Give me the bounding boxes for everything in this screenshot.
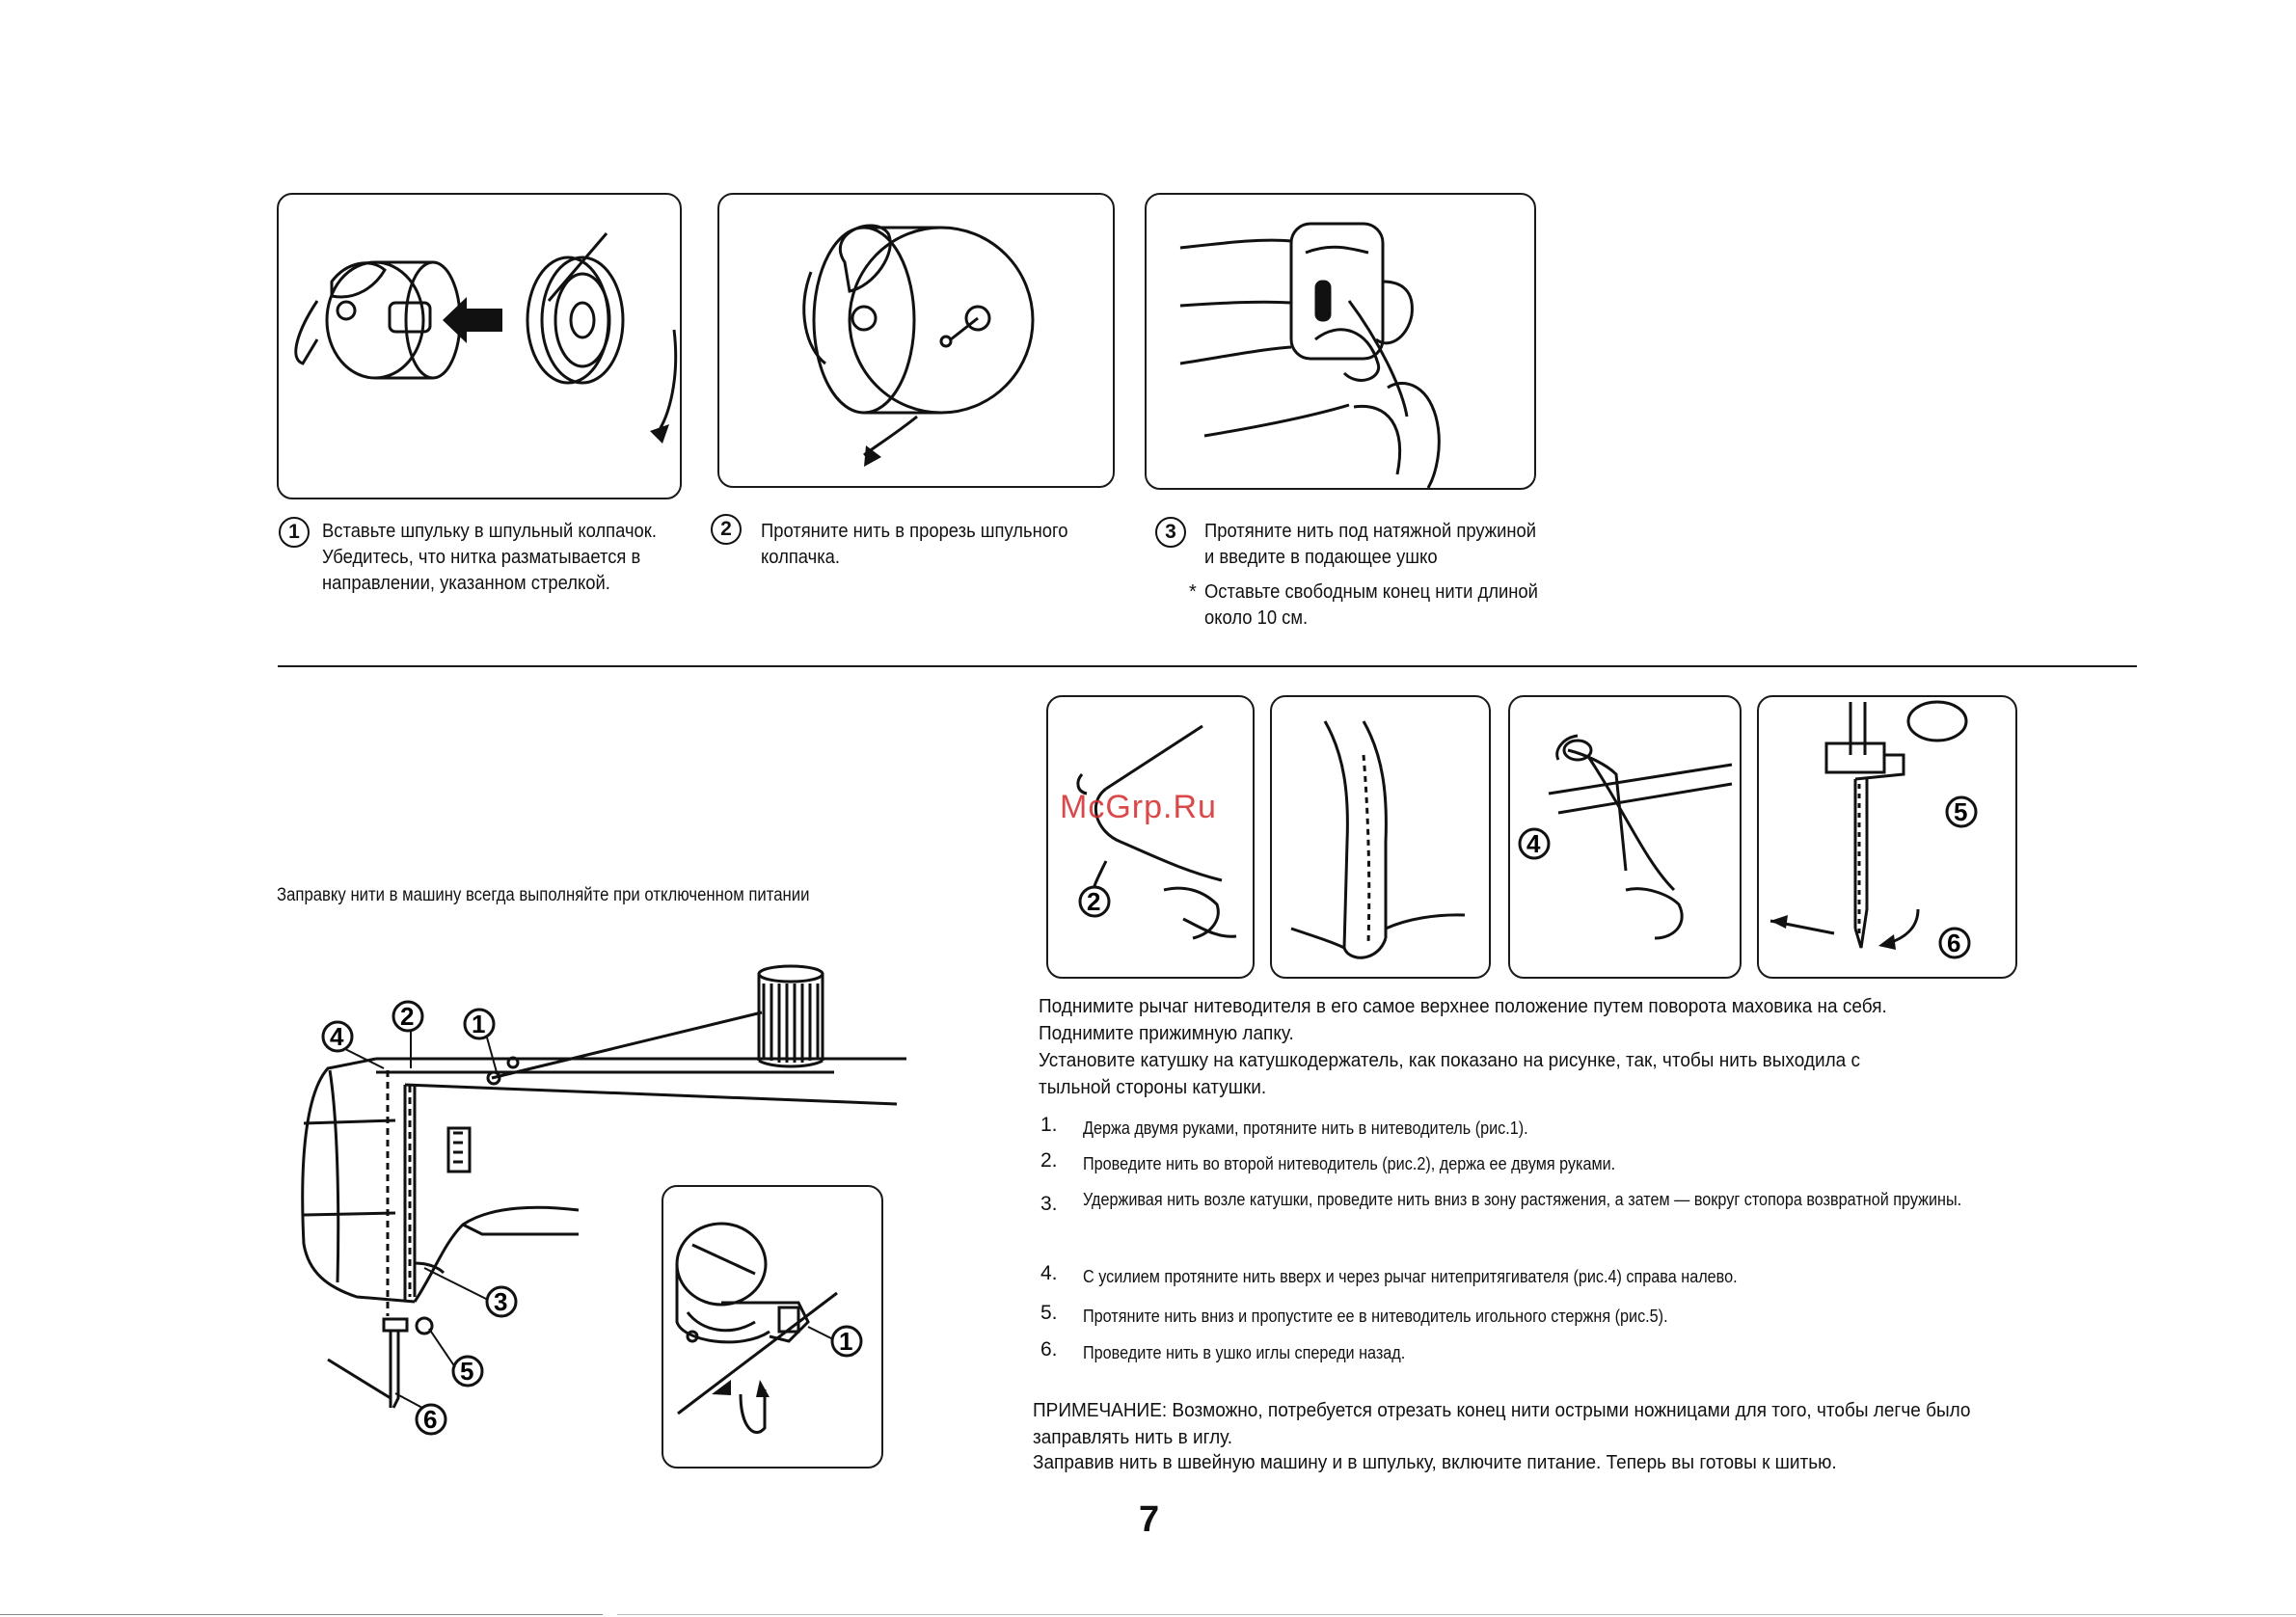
bottom-edge-line-left <box>0 1614 603 1615</box>
take-up-lever-illustration: 4 <box>1510 697 1740 977</box>
step-text-3: Удерживая нить возле катушки, проведите … <box>1083 1190 1961 1210</box>
bottom-edge-line-right <box>617 1614 2296 1615</box>
bobbin-case-thread-illustration <box>719 195 1113 486</box>
figure-rec-1: 2 <box>1046 695 1255 979</box>
figure-spool-pin-inset: 1 <box>662 1185 883 1469</box>
step-text-1: Держа двумя руками, протяните нить в нит… <box>1083 1118 1528 1139</box>
watermark: McGrp.Ru <box>1060 789 1217 826</box>
step-badge-1: 1 <box>279 517 310 548</box>
callout-1: 1 <box>472 1010 485 1038</box>
figure-rec-2 <box>1270 695 1491 979</box>
step-badge-3: 3 <box>1155 517 1186 548</box>
fig1-callout-2: 2 <box>1087 887 1100 916</box>
spool-guide-inset-illustration: 1 <box>663 1187 881 1467</box>
fig4-callout-5: 5 <box>1954 797 1967 826</box>
intro-line-2: Поднимите прижимную лапку. <box>1039 1020 1294 1047</box>
step-number-5: 5. <box>1040 1302 1058 1325</box>
step-number-4: 4. <box>1040 1262 1058 1285</box>
caption-step-1-line-3: направлении, указанном стрелкой. <box>322 571 610 597</box>
step-text-6: Проведите нить в ушко иглы спереди назад… <box>1083 1343 1405 1363</box>
caption-step-3-line-2: и введите в подающее ушко <box>1204 545 1438 571</box>
intro-line-4: тыльной стороны катушки. <box>1039 1074 1266 1101</box>
caption-step-3-line-1: Протяните нить под натяжной пружиной <box>1204 519 1536 545</box>
intro-line-3: Установите катушку на катушкодержатель, … <box>1039 1047 1860 1074</box>
page-number: 7 <box>1139 1499 1159 1541</box>
thread-guide-channel-illustration <box>1272 697 1489 977</box>
step-text-4: С усилием протяните нить вверх и через р… <box>1083 1267 1738 1287</box>
callout-2: 2 <box>400 1002 414 1031</box>
step-badge-2: 2 <box>711 514 742 545</box>
step-number-1: 1. <box>1040 1114 1058 1137</box>
caption-step-1-line-2: Убедитесь, что нитка разматывается в <box>322 545 640 571</box>
callout-4: 4 <box>330 1022 344 1051</box>
caption-step-2-line-2: колпачка. <box>761 545 840 571</box>
section-divider <box>278 665 2137 667</box>
step-text-5: Протяните нить вниз и пропустите ее в ни… <box>1083 1307 1668 1327</box>
needle-bar-guide-illustration: 5 6 <box>1759 697 2015 977</box>
hands-bobbin-case-illustration <box>1147 195 1534 488</box>
step-number-2: 2. <box>1040 1149 1058 1172</box>
callout-3: 3 <box>494 1287 507 1316</box>
power-off-warning: Заправку нити в машину всегда выполняйте… <box>277 882 809 908</box>
caption-step-3-note-star: * <box>1189 581 1197 604</box>
fig4-callout-6: 6 <box>1947 929 1960 957</box>
note-line-3: Заправив нить в швейную машину и в шпуль… <box>1033 1449 1837 1476</box>
callout-6: 6 <box>423 1405 437 1434</box>
figure-bobbin-slot <box>717 193 1115 488</box>
caption-step-2-line-1: Протяните нить в прорезь шпульного <box>761 519 1068 545</box>
fig3-callout-4: 4 <box>1526 829 1541 858</box>
step-number-6: 6. <box>1040 1338 1058 1361</box>
caption-step-3-note-line-2: около 10 см. <box>1204 606 1308 632</box>
inset-callout-1: 1 <box>839 1327 852 1356</box>
figure-rec-4: 4 <box>1508 695 1742 979</box>
figure-bobbin-insert <box>277 193 682 499</box>
figure-rec-5: 5 6 <box>1757 695 2017 979</box>
step-number-3: 3. <box>1040 1193 1058 1216</box>
callout-5: 5 <box>460 1357 473 1386</box>
bobbin-case-illustration <box>279 195 680 498</box>
caption-step-3-note-line-1: Оставьте свободным конец нити длиной <box>1204 579 1538 606</box>
caption-step-1-line-1: Вставьте шпульку в шпульный колпачок. <box>322 519 657 545</box>
note-line-1: ПРИМЕЧАНИЕ: Возможно, потребуется отреза… <box>1033 1397 1970 1424</box>
intro-line-1: Поднимите рычаг нитеводителя в его самое… <box>1039 993 1887 1020</box>
figure-tension-spring <box>1145 193 1536 490</box>
hand-thread-guide-illustration: 2 <box>1048 697 1253 977</box>
note-line-2: заправлять нить в иглу. <box>1033 1424 1232 1451</box>
step-text-2: Проведите нить во второй нитеводитель (р… <box>1083 1154 1615 1174</box>
